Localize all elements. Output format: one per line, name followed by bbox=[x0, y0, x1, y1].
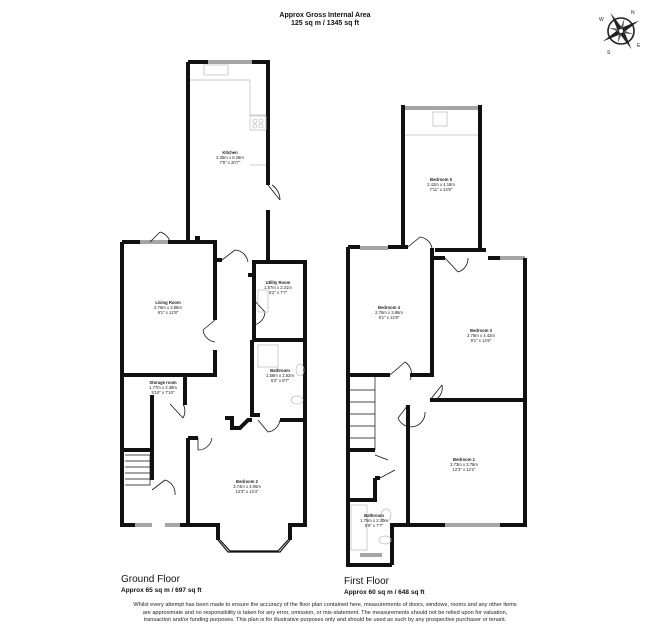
compass-w: W bbox=[599, 17, 604, 23]
room-living-room: Living Room 2.76m x 3.86m 9'1" x 12'8" bbox=[154, 300, 182, 315]
first-floor-walls bbox=[346, 105, 527, 567]
disclaimer-text: Whilst every attempt has been made to en… bbox=[133, 602, 517, 623]
doors bbox=[149, 184, 281, 496]
first-floor-title: First Floor bbox=[344, 576, 389, 587]
room-imperial: 12'3" x 13'4" bbox=[235, 489, 259, 494]
ground-stairs bbox=[125, 454, 151, 486]
bay-window bbox=[217, 539, 291, 553]
compass-e: E bbox=[637, 43, 641, 49]
room-metric: 2.76m x 3.86m bbox=[375, 310, 403, 315]
room-bedroom-2: Bedroom 2 3.74m x 4.06m 12'3" x 13'4" bbox=[233, 479, 261, 494]
room-kitchen: Kitchen 2.35m x 6.28m 7'8" x 20'7" bbox=[216, 150, 244, 165]
room-storage-room: Storage room 1.77m x 2.39m 5'10" x 7'10" bbox=[149, 380, 177, 395]
room-metric: 2.76m x 3.86m bbox=[154, 305, 182, 310]
room-metric: 3.74m x 4.06m bbox=[233, 484, 261, 489]
room-metric: 2.42m x 4.18m bbox=[427, 182, 455, 187]
compass-rose-icon: N E S W bbox=[599, 10, 641, 56]
room-imperial: 5'2" x 8'7" bbox=[270, 378, 290, 383]
room-name: Bedroom 3 bbox=[470, 328, 492, 333]
room-metric: 1.77m x 2.39m bbox=[149, 385, 177, 390]
room-imperial: 5'2" x 7'7" bbox=[268, 290, 288, 295]
room-imperial: 7'8" x 20'7" bbox=[219, 160, 241, 165]
room-metric: 1.57m x 2.31m bbox=[264, 285, 292, 290]
room-imperial: 9'1" x 12'8" bbox=[157, 310, 179, 315]
room-imperial: 9'1" x 12'8" bbox=[378, 315, 400, 320]
room-bedroom-3: Bedroom 3 2.78m x 4.42m 9'1" x 14'6" bbox=[467, 328, 495, 343]
ground-floor-title: Ground Floor bbox=[121, 574, 180, 585]
room-imperial: 7'11" x 13'8" bbox=[429, 187, 453, 192]
compass-n: N bbox=[631, 10, 635, 16]
room-imperial: 9'1" x 14'6" bbox=[470, 338, 492, 343]
room-imperial: 5'9" x 7'7" bbox=[364, 523, 384, 528]
room-name: Bathroom bbox=[270, 368, 290, 373]
kitchen-fixtures bbox=[190, 64, 305, 405]
room-bedroom-5: Bedroom 5 2.42m x 4.18m 7'11" x 13'8" bbox=[427, 177, 455, 192]
ground-floor-walls bbox=[120, 60, 307, 540]
room-bathroom-first: Bathroom 1.75m x 2.30m 5'9" x 7'7" bbox=[360, 513, 388, 528]
ground-floor-area: Approx 65 sq m / 697 sq ft bbox=[121, 587, 202, 594]
room-name: Utility Room bbox=[265, 280, 291, 285]
room-utility-room: Utility Room 1.57m x 2.31m 5'2" x 7'7" bbox=[264, 280, 292, 295]
room-metric: 1.58m x 2.62m bbox=[266, 373, 294, 378]
room-name: Bathroom bbox=[364, 513, 384, 518]
room-name: Bedroom 4 bbox=[378, 305, 400, 310]
room-bedroom-1: Bedroom 1 3.73m x 3.78m 12'3" x 12'2" bbox=[450, 457, 478, 472]
room-bathroom-ground: Bathroom 1.58m x 2.62m 5'2" x 8'7" bbox=[266, 368, 294, 383]
first-floor-fixtures bbox=[350, 111, 478, 551]
room-name: Kitchen bbox=[222, 150, 238, 155]
room-metric: 2.35m x 6.28m bbox=[216, 155, 244, 160]
room-metric: 3.73m x 3.78m bbox=[450, 462, 478, 467]
windows bbox=[135, 60, 525, 557]
room-metric: 2.78m x 4.42m bbox=[467, 333, 495, 338]
gross-area-title: Approx Gross Internal Area bbox=[279, 12, 371, 19]
room-bedroom-4: Bedroom 4 2.76m x 3.86m 9'1" x 12'8" bbox=[375, 305, 403, 320]
room-name: Bedroom 5 bbox=[430, 177, 452, 182]
room-name: Bedroom 2 bbox=[236, 479, 258, 484]
room-imperial: 5'10" x 7'10" bbox=[151, 390, 175, 395]
gross-area-value: 125 sq m / 1345 sq ft bbox=[290, 20, 360, 27]
room-name: Bedroom 1 bbox=[453, 457, 475, 462]
first-floor-doors bbox=[374, 236, 469, 479]
first-floor-stairs bbox=[350, 374, 376, 450]
room-name: Storage room bbox=[149, 380, 177, 385]
room-metric: 1.75m x 2.30m bbox=[360, 518, 388, 523]
first-floor-area: Approx 60 sq m / 648 sq ft bbox=[344, 589, 425, 596]
room-imperial: 12'3" x 12'2" bbox=[452, 467, 476, 472]
room-name: Living Room bbox=[155, 300, 181, 305]
compass-s: S bbox=[607, 50, 611, 56]
